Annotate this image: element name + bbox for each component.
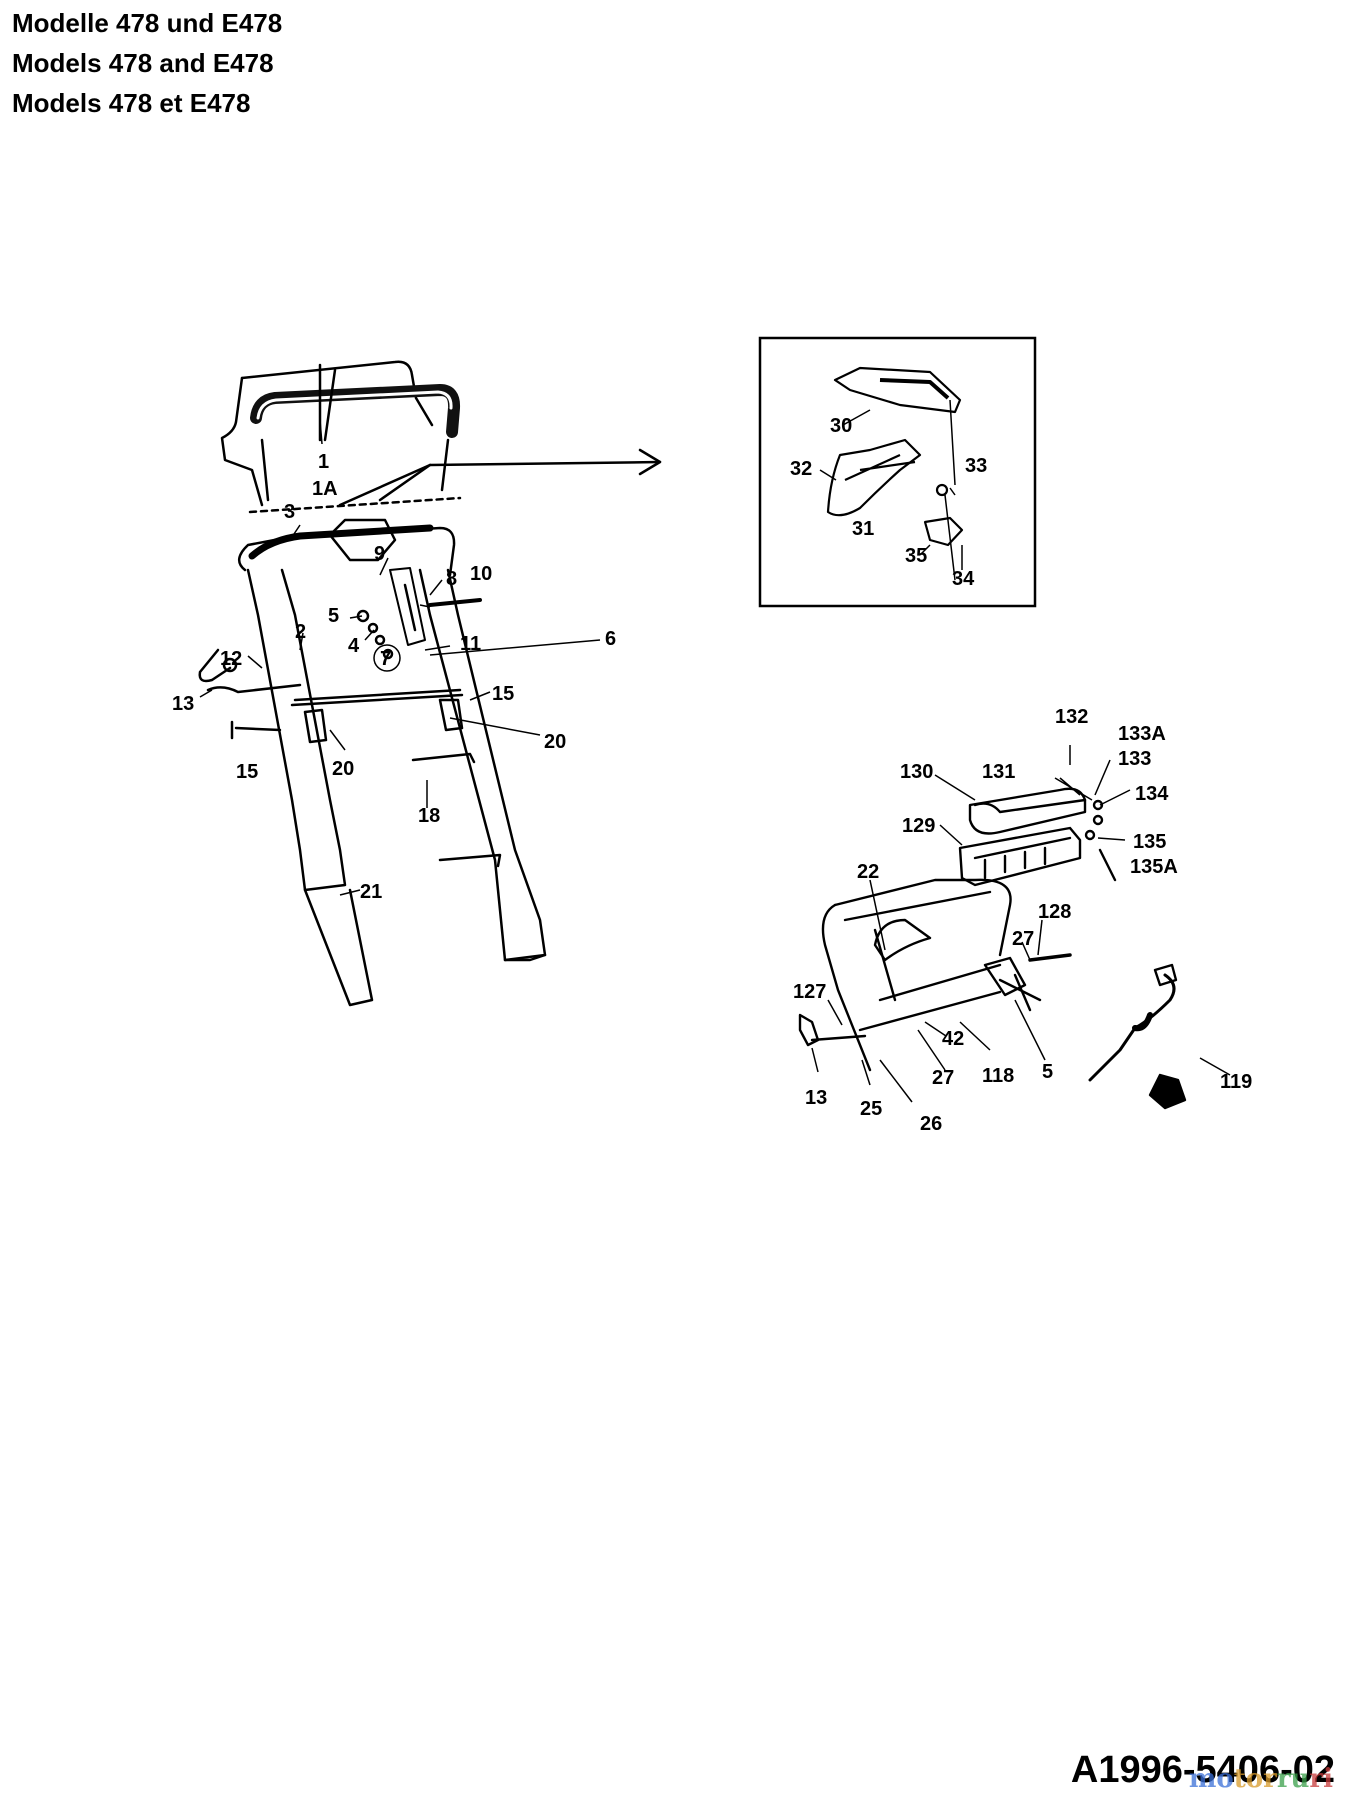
label-7-circle (373, 644, 401, 672)
upper-handle-grip (250, 384, 461, 438)
lower-right-tube (418, 568, 547, 962)
battery-handle-frame (833, 878, 1012, 957)
label-6: 6 (605, 628, 616, 650)
label-131: 131 (982, 761, 1015, 783)
knob-left-lower (230, 720, 282, 740)
battery-labels: 132 133A 133 131 130 134 129 135 135A 22… (793, 706, 1252, 1135)
label-18: 18 (418, 805, 440, 827)
label-134: 134 (1135, 783, 1169, 805)
label-11: 11 (460, 633, 481, 655)
label-1a: 1A (312, 478, 338, 500)
label-132: 132 (1055, 706, 1088, 728)
label-1: 1 (318, 451, 329, 473)
label-133: 133 (1118, 748, 1151, 770)
label-30: 30 (830, 415, 852, 437)
cable-clip-upper (411, 752, 476, 764)
lower-left-tube (246, 568, 347, 892)
label-15-left: 15 (236, 761, 258, 783)
label-15-right: 15 (492, 683, 514, 705)
label-27-lower: 27 (932, 1067, 954, 1089)
knob-left-upper (222, 657, 238, 673)
label-133a: 133A (1118, 723, 1166, 745)
switch-unit-5 (983, 956, 1027, 997)
page-title-fr: Models 478 et E478 (12, 88, 251, 118)
label-4: 4 (348, 635, 360, 657)
label-13-battery: 13 (805, 1087, 827, 1109)
bolt-128 (1028, 953, 1072, 962)
battery-leader-lines (811, 745, 1231, 1103)
label-2: 2 (295, 621, 306, 643)
label-13: 13 (172, 693, 194, 715)
watermark: motorruri (1188, 1764, 1333, 1794)
label-130: 130 (900, 761, 933, 783)
inset-part-35 (923, 516, 964, 547)
label-25: 25 (860, 1098, 882, 1120)
battery-assembly-drawing (798, 787, 1187, 1110)
knob-13-battery (798, 1013, 820, 1047)
label-8: 8 (446, 568, 457, 590)
label-10: 10 (470, 563, 492, 585)
plug-119 (1153, 963, 1178, 987)
cable-clip-lower (438, 853, 502, 868)
label-9: 9 (374, 543, 385, 565)
label-135a: 135A (1130, 856, 1178, 878)
label-3: 3 (284, 501, 295, 523)
cable-119 (1088, 973, 1176, 1082)
handle-labels: 1 1A 3 9 8 10 5 2 4 7 11 6 12 13 15 15 2… (172, 451, 616, 903)
upper-handle-left-leg (220, 376, 264, 507)
inset-part-30 (833, 366, 962, 414)
clamp-left (303, 708, 328, 744)
detail-inset (758, 336, 1037, 608)
control-bracket (328, 518, 397, 562)
label-33: 33 (965, 455, 987, 477)
detail-inset-frame (758, 336, 1037, 608)
label-5: 5 (328, 605, 339, 627)
label-26: 26 (920, 1113, 942, 1135)
inset-labels: 30 33 32 31 35 34 (790, 415, 987, 590)
page-title-en: Models 478 and E478 (12, 48, 274, 78)
label-20-right: 20 (544, 731, 566, 753)
document-id: A1996-5406-02 (1070, 1749, 1335, 1791)
upper-handle-frame (240, 360, 434, 427)
label-32: 32 (790, 458, 812, 480)
label-128: 128 (1038, 901, 1071, 923)
page-title-de: Modelle 478 und E478 (12, 8, 283, 38)
label-31: 31 (852, 518, 874, 540)
connector-119 (1148, 1073, 1187, 1110)
label-35: 35 (905, 545, 927, 567)
label-119: 119 (1220, 1071, 1252, 1093)
label-7: 7 (380, 648, 391, 670)
label-5-battery: 5 (1042, 1061, 1053, 1083)
battery-cover-130 (968, 787, 1087, 835)
label-129: 129 (902, 815, 935, 837)
bolt-10 (428, 598, 482, 607)
upper-handle-grip-inner (256, 390, 453, 420)
switch-box (389, 567, 426, 646)
inset-part-31 (826, 438, 922, 517)
label-20-left: 20 (332, 758, 354, 780)
battery-tray-129 (958, 826, 1082, 887)
label-22: 22 (857, 861, 879, 883)
label-135: 135 (1133, 831, 1166, 853)
label-21: 21 (360, 881, 382, 903)
handle-assembly-drawing (198, 360, 662, 1007)
clamp-right (438, 698, 464, 732)
label-127: 127 (793, 981, 826, 1003)
label-34: 34 (952, 568, 975, 590)
label-27-upper: 27 (1012, 928, 1034, 950)
label-118: 118 (982, 1065, 1014, 1087)
label-12: 12 (220, 648, 242, 670)
handle-leader-lines (199, 419, 601, 896)
inset-pointer-line (338, 460, 662, 507)
label-42: 42 (942, 1028, 964, 1050)
